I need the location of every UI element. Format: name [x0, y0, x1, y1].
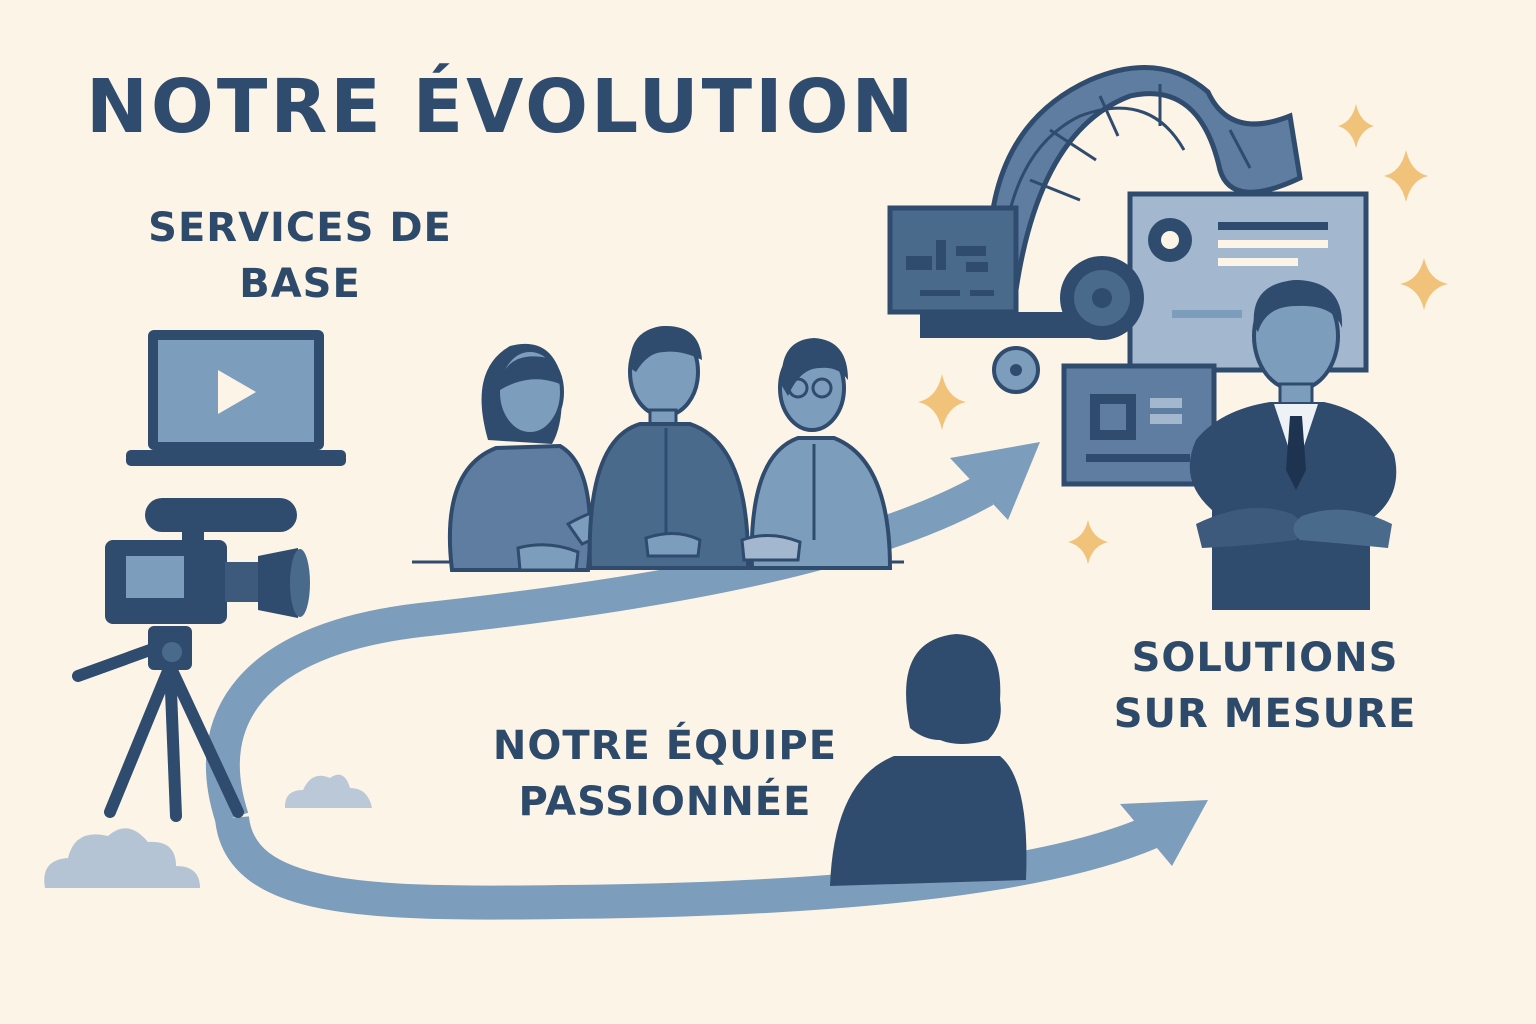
stage-label-services-de-base: SERVICES DE BASE — [120, 200, 480, 312]
team-member-woman — [447, 343, 653, 572]
stage-label-line: SUR MESURE — [1113, 691, 1417, 737]
businessman-icon — [1189, 280, 1397, 610]
monitor-icon — [887, 205, 1090, 338]
dashboard-icon — [1061, 363, 1217, 487]
stage-label-notre-equipe: NOTRE ÉQUIPE PASSIONNÉE — [460, 718, 870, 830]
page-title: NOTRE ÉVOLUTION — [86, 64, 917, 150]
tripod-head-icon — [148, 626, 192, 670]
stage-label-line: SOLUTIONS — [1131, 635, 1399, 681]
stage-label-line: PASSIONNÉE — [518, 779, 812, 825]
team-member-man-glasses — [740, 338, 893, 570]
stage-label-line: SERVICES DE — [148, 205, 452, 251]
video-camera-icon — [105, 498, 310, 624]
team-discussion-illustration — [412, 326, 904, 572]
stage-label-line: BASE — [239, 261, 361, 307]
stage-label-solutions-sur-mesure: SOLUTIONS SUR MESURE — [1080, 630, 1450, 742]
disc-icon — [992, 346, 1040, 394]
sparkle-icon — [918, 104, 1448, 564]
cloud-icon — [44, 828, 200, 888]
person-silhouette-icon — [830, 634, 1027, 886]
stage-label-line: NOTRE ÉQUIPE — [492, 723, 838, 769]
gear-icon — [1060, 256, 1144, 340]
cloud-icon — [284, 774, 372, 808]
laptop-play-icon — [126, 330, 346, 466]
tripod-icon — [72, 644, 244, 822]
film-strip-icon — [986, 65, 1303, 294]
team-member-man — [587, 326, 751, 570]
